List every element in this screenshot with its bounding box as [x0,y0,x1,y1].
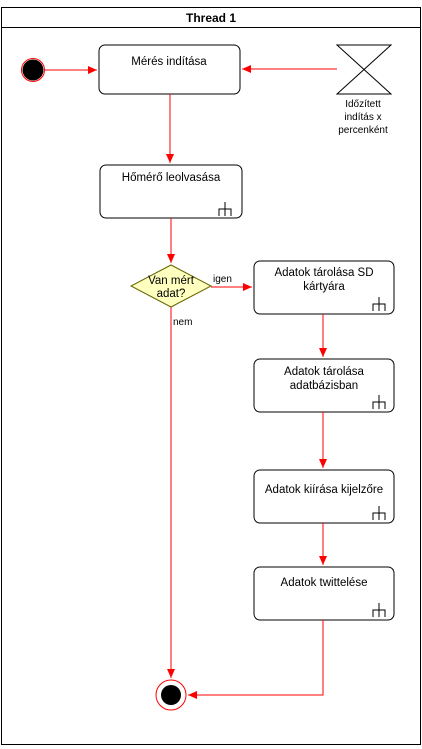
timer-label-line1: Időzített [345,99,381,110]
start-node [22,59,44,81]
subprocess-rake-icon [372,603,386,617]
activity-read-thermometer[interactable]: Hőmérő leolvasása [99,164,243,219]
edge-label-no: nem [173,317,192,328]
activity-store-sd[interactable]: Adatok tárolása SD kártyára [253,260,395,315]
activity-tweet[interactable]: Adatok twittelése [253,566,395,621]
flow-edges [45,65,337,699]
end-node [155,679,187,711]
activity-label: Hőmérő leolvasása [122,172,221,184]
subprocess-rake-icon [372,395,386,409]
hourglass-icon [335,44,393,95]
activity-store-db[interactable]: Adatok tárolása adatbázisban [253,358,395,413]
activity-display[interactable]: Adatok kiírása kijelzőre [253,469,395,524]
edge-label-yes: igen [213,274,232,285]
pool-title: Thread 1 [186,11,236,25]
activity-label-line2: kártyára [303,281,345,293]
decision-label-line1: Van mért [148,275,195,287]
activity-start-measurement[interactable]: Mérés indítása [98,44,241,95]
activity-label: Adatok twittelése [281,577,368,589]
timer-label-line2: indítás x [344,112,381,123]
timer-event: Időzített indítás x percenként [335,44,393,136]
activity-label-line2: adatbázisban [290,380,358,392]
activity-label: Adatok kiírása kijelzőre [265,484,383,496]
activity-label: Mérés indítása [131,56,207,68]
subprocess-rake-icon [372,297,386,311]
edge-tweet-to-end [188,620,324,699]
decision-label-line2: adat? [157,288,186,300]
thread-pool: Thread 1 [1,7,421,745]
subprocess-rake-icon [372,506,386,520]
subprocess-rake-icon [218,202,232,216]
start-node-ring [21,58,45,82]
decision-node[interactable]: Van mért adat? [129,264,213,308]
timer-label-line3: percenként [338,125,388,136]
activity-label-line1: Adatok tárolása SD [274,267,373,279]
activity-label-line1: Adatok tárolása [284,366,365,378]
